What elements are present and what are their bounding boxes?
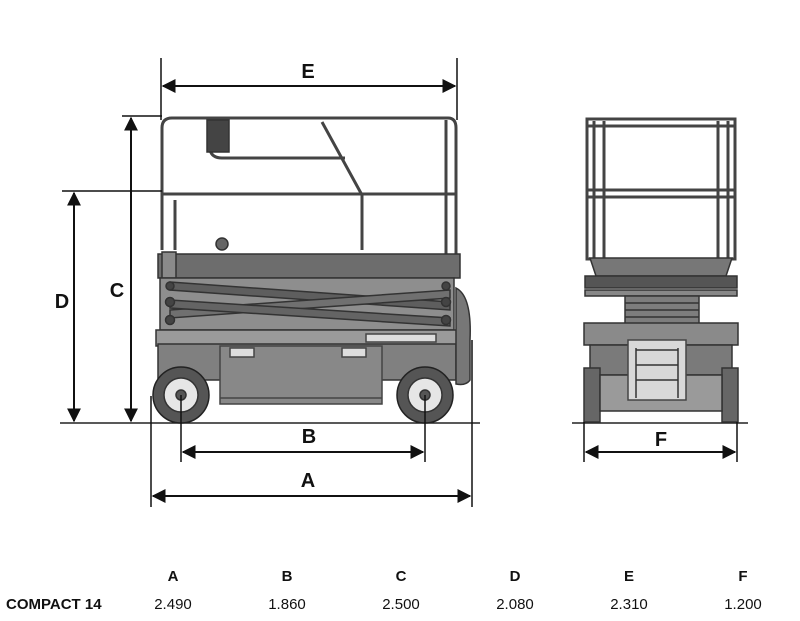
control-box [206,119,230,153]
value-b: 1.860 [268,595,306,613]
front-right-wheel [721,367,739,423]
table-header-a: A [167,567,179,585]
dim-label-f: F [655,429,667,451]
table-header-b: B [281,567,293,585]
side-view [60,116,480,424]
scissor-arms [159,277,455,331]
table-header-model [0,562,116,590]
table-header-f: F [738,567,748,585]
front-view [572,117,748,424]
front-platform [588,257,734,277]
dim-label-a: A [301,470,315,492]
dim-label-b: B [302,426,316,448]
dim-label-d: D [55,291,69,313]
table-header-c: C [395,567,407,585]
dim-label-e: E [301,61,314,83]
value-a: 2.490 [154,595,192,613]
table-row: COMPACT 14 2.490 1.860 2.500 2.080 2.310… [0,590,800,618]
platform-deck [157,253,461,279]
table-header-d: D [509,567,521,585]
front-guard-rail [585,117,737,261]
value-d: 2.080 [496,595,534,613]
model-name: COMPACT 14 [6,595,102,613]
guard-rail [160,116,458,258]
dimensions-table: A B C D E F COMPACT 14 2.490 1.860 2.500… [0,562,800,618]
value-c: 2.500 [382,595,420,613]
value-f: 1.200 [724,595,762,613]
value-e: 2.310 [610,595,648,613]
front-left-wheel [583,367,601,423]
scissor-lift-drawing: E C D B A [55,58,748,507]
dimension-lines-front [583,422,738,462]
dim-label-c: C [110,280,124,302]
table-header-e: E [623,567,634,585]
table-header-row: A B C D E F [0,562,800,590]
dimension-lines-side [62,58,473,507]
knob [215,237,229,251]
